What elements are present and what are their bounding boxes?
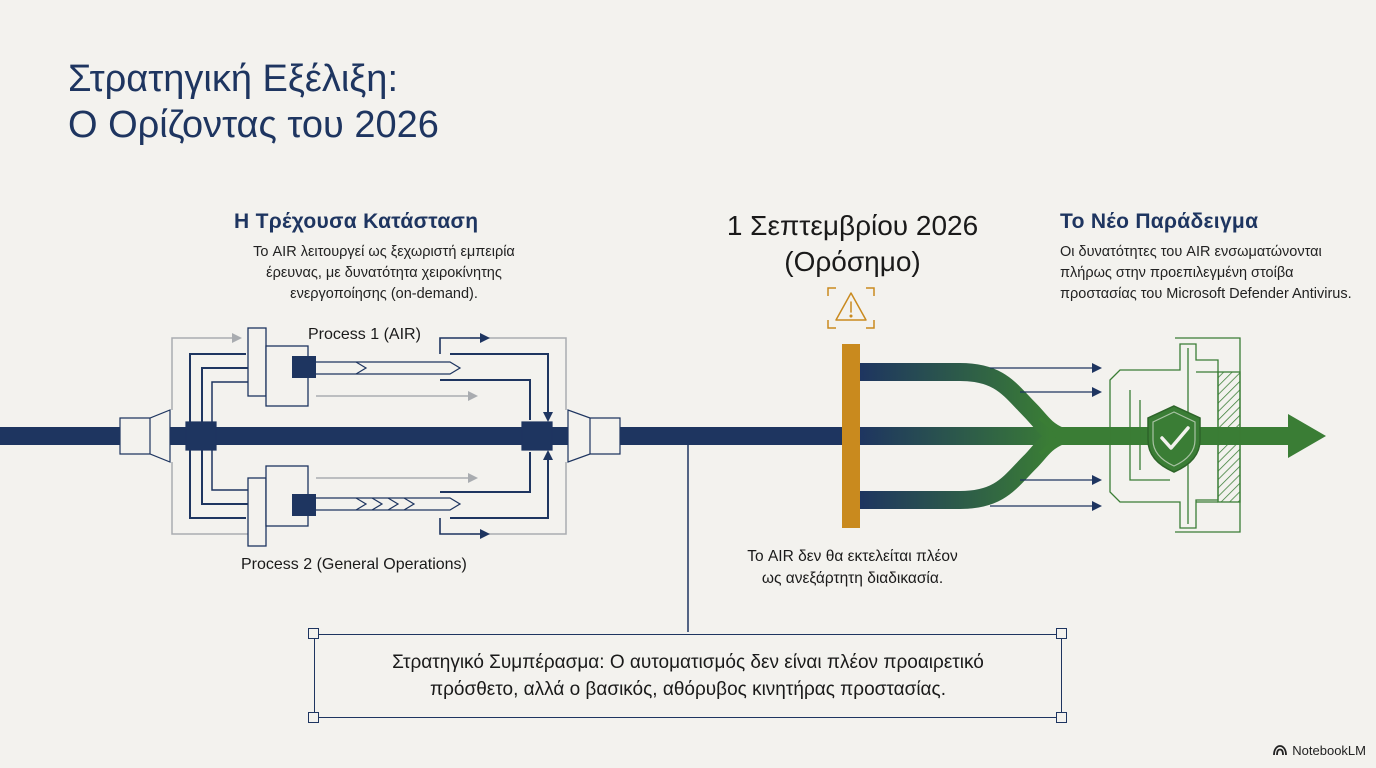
branch-paths xyxy=(860,363,1064,509)
milestone-bar xyxy=(842,344,860,528)
process1-node xyxy=(247,327,316,407)
milestone-date: 1 Σεπτεμβρίου 2026 xyxy=(726,210,979,241)
brand-badge: NotebookLM xyxy=(1273,743,1366,758)
conclusion-corner-top-left xyxy=(308,628,319,639)
process-network xyxy=(171,333,567,539)
milestone-label: 1 Σεπτεμβρίου 2026 (Ορόσημο) xyxy=(700,208,1005,280)
green-arrow-head xyxy=(1288,414,1326,458)
warning-icon xyxy=(827,287,875,329)
conclusion-corner-bottom-left xyxy=(308,712,319,723)
process2-label: Process 2 (General Operations) xyxy=(241,556,467,573)
notebooklm-logo-icon xyxy=(1273,745,1288,756)
shield-check-icon xyxy=(1147,405,1201,473)
right-hub xyxy=(521,409,621,463)
air-note: Το AIR δεν θα εκτελείται πλέον ως ανεξάρ… xyxy=(700,546,1005,590)
strategic-conclusion-text: Στρατηγικό Συμπέρασμα: Ο αυτοματισμός δε… xyxy=(392,649,984,703)
left-hub xyxy=(119,409,217,463)
conclusion-corner-top-right xyxy=(1056,628,1067,639)
new-paradigm-description: Οι δυνατότητες του AIR ενσωματώνονται πλ… xyxy=(1060,244,1352,302)
milestone-caption: (Ορόσημο) xyxy=(784,246,921,277)
air-note-line2: ως ανεξάρτητη διαδικασία. xyxy=(761,570,944,587)
process2-node xyxy=(247,465,316,547)
strategic-conclusion-box: Στρατηγικό Συμπέρασμα: Ο αυτοματισμός δε… xyxy=(314,634,1062,718)
current-state-description: Το AIR λειτουργεί ως ξεχωριστή εμπειρία … xyxy=(253,244,515,302)
page-title-line1: Στρατηγική Εξέλιξη: xyxy=(68,58,398,100)
page-title-line2: Ο Ορίζοντας του 2026 xyxy=(68,104,439,146)
page-title: Στρατηγική Εξέλιξη: Ο Ορίζοντας του 2026 xyxy=(68,56,439,148)
new-paradigm-heading: Το Νέο Παράδειγμα xyxy=(1060,210,1259,233)
process1-label: Process 1 (AIR) xyxy=(308,326,421,343)
conclusion-line2: πρόσθετο, αλλά ο βασικός, αθόρυβος κινητ… xyxy=(430,679,946,700)
defender-stack xyxy=(1109,337,1241,533)
air-note-line1: Το AIR δεν θα εκτελείται πλέον xyxy=(747,548,958,565)
current-state-heading: Η Τρέχουσα Κατάσταση xyxy=(234,210,479,233)
stack-arrows xyxy=(990,363,1102,511)
conclusion-corner-bottom-right xyxy=(1056,712,1067,723)
conclusion-line1: Στρατηγικό Συμπέρασμα: Ο αυτοματισμός δε… xyxy=(392,652,984,673)
brand-name: NotebookLM xyxy=(1292,743,1366,758)
